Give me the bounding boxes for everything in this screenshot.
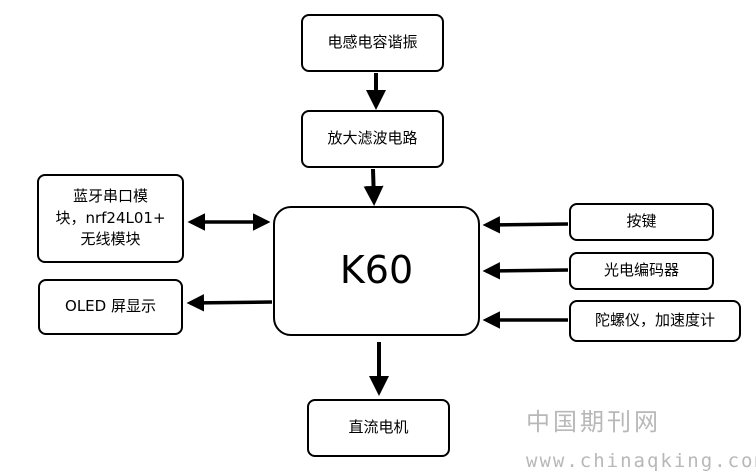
- arrow-key-to-k60: [482, 216, 569, 234]
- node-bluetooth-wireless-module: 蓝牙串口模 块，nrf24L01+ 无线模块: [37, 174, 184, 263]
- node-keys: 按键: [569, 203, 714, 241]
- node-label: 电感电容谐振: [327, 33, 418, 52]
- node-oled-display: OLED 屏显示: [38, 279, 183, 335]
- node-label: 按键: [626, 212, 657, 231]
- node-k60-mcu: K60: [273, 206, 480, 336]
- node-inductor-capacitor-resonance: 电感电容谐振: [301, 14, 444, 72]
- node-dc-motor: 直流电机: [307, 399, 450, 457]
- watermark-site-name: 中国期刊网: [526, 408, 661, 436]
- node-label: 放大滤波电路: [327, 129, 418, 148]
- arrow-encoder-to-k60: [482, 262, 569, 280]
- node-label: K60: [339, 248, 414, 293]
- watermark-url: www.chinaqking.com: [526, 450, 756, 472]
- node-label: OLED 屏显示: [65, 297, 156, 316]
- node-label: 光电编码器: [603, 261, 679, 280]
- node-label: 陀螺仪，加速度计: [594, 311, 715, 330]
- arrow-k60-to-oled: [186, 294, 273, 312]
- node-photoelectric-encoder: 光电编码器: [569, 252, 714, 290]
- arrow-filter-to-k60: [363, 168, 384, 206]
- node-label: 直流电机: [348, 418, 409, 437]
- node-gyroscope-accelerometer: 陀螺仪，加速度计: [569, 300, 741, 342]
- node-amplifier-filter-circuit: 放大滤波电路: [301, 110, 444, 168]
- node-label: 蓝牙串口模 块，nrf24L01+ 无线模块: [55, 186, 166, 249]
